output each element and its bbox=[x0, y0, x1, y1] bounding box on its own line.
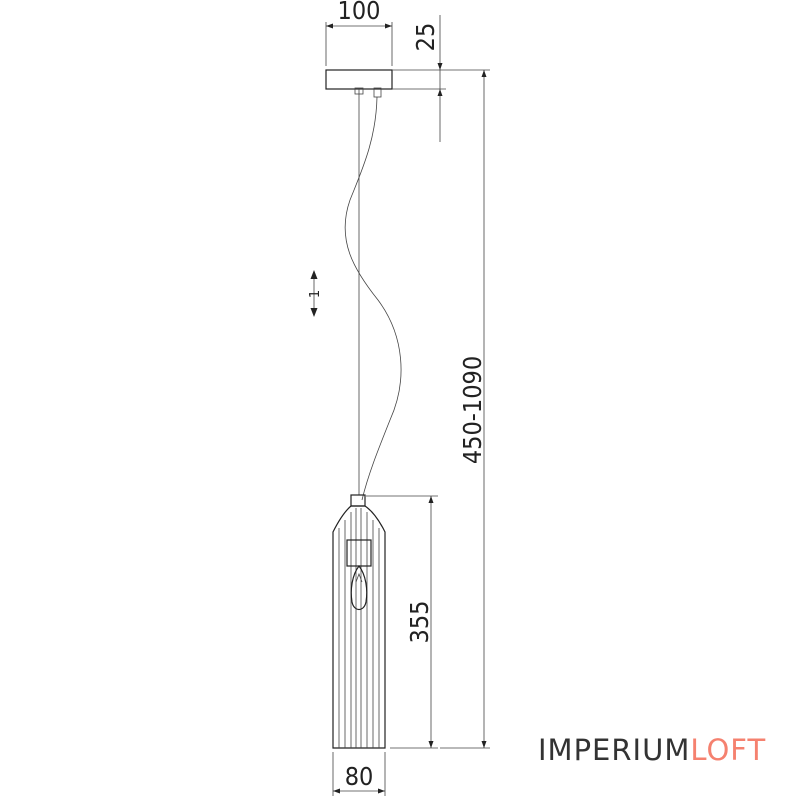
dim-label-canopy-height: 25 bbox=[411, 23, 440, 52]
arrow-head bbox=[378, 788, 385, 794]
arrow-head bbox=[437, 63, 443, 70]
arrow-head bbox=[326, 23, 333, 29]
brand-part-1: IMPERIUM bbox=[538, 733, 691, 767]
canopy bbox=[325, 69, 393, 90]
arrow-head bbox=[333, 788, 340, 794]
wire-grip bbox=[373, 87, 382, 98]
arrow-head bbox=[481, 70, 487, 77]
dim-label-shade-height: 355 bbox=[405, 601, 434, 644]
adjust-marker-label: 1 bbox=[308, 290, 323, 298]
bulb-filament bbox=[355, 572, 363, 583]
power-wire bbox=[344, 96, 402, 501]
arrow-head bbox=[310, 270, 318, 279]
arrow-head bbox=[428, 496, 434, 503]
arrow-head bbox=[437, 89, 443, 96]
cable-grip bbox=[354, 87, 364, 95]
dim-label-shade-width: 80 bbox=[345, 762, 374, 791]
arrow-head bbox=[385, 23, 392, 29]
candle-bulb bbox=[350, 565, 368, 611]
arrow-head bbox=[310, 308, 318, 317]
dim-label-canopy-width: 100 bbox=[338, 0, 381, 25]
shade-ribs bbox=[338, 508, 380, 748]
glass-shade bbox=[332, 505, 386, 749]
brand-part-2: LOFT bbox=[690, 733, 767, 767]
dim-label-total-height: 450-1090 bbox=[458, 356, 487, 464]
brand-logo: IMPERIUMLOFT bbox=[538, 733, 766, 767]
arrow-head bbox=[481, 741, 487, 748]
arrow-head bbox=[428, 741, 434, 748]
